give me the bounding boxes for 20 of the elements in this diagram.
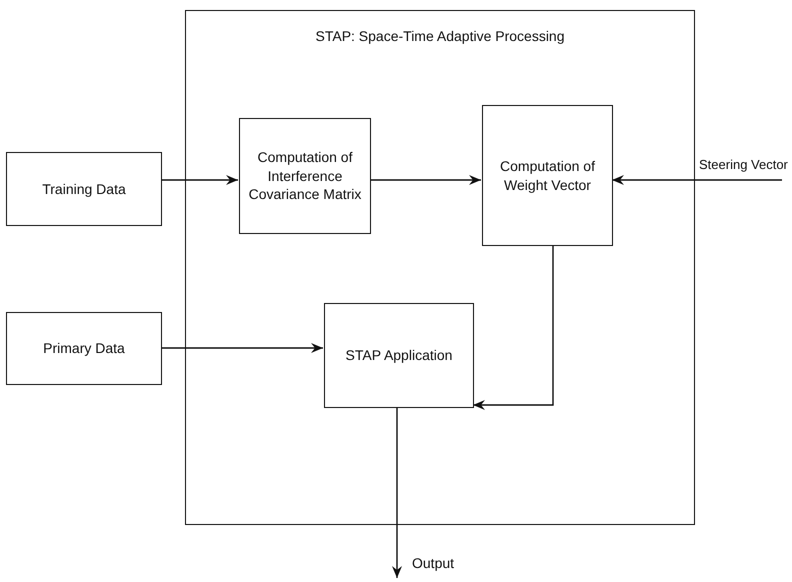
edge-label: Steering Vector — [699, 157, 788, 172]
arrow — [162, 343, 323, 353]
frame-title: STAP: Space-Time Adaptive Processing — [316, 27, 564, 46]
box-label: Training Data — [42, 180, 126, 198]
arrow — [162, 175, 238, 185]
process-box — [324, 303, 474, 408]
input-box — [6, 152, 162, 226]
input-box — [6, 312, 162, 385]
arrow — [612, 175, 782, 185]
box-label: STAP Application — [346, 346, 452, 365]
edge-label: Output — [412, 555, 454, 571]
box-label: Primary Data — [43, 339, 125, 358]
arrow — [370, 175, 481, 185]
box-label: Computation of Weight Vector — [499, 156, 596, 194]
process-box — [482, 105, 613, 246]
arrow — [473, 245, 554, 410]
process-box — [239, 118, 371, 234]
arrow — [392, 407, 402, 578]
box-label: Computation of Interference Covariance Matrix — [248, 148, 362, 204]
processing-frame — [185, 10, 695, 525]
